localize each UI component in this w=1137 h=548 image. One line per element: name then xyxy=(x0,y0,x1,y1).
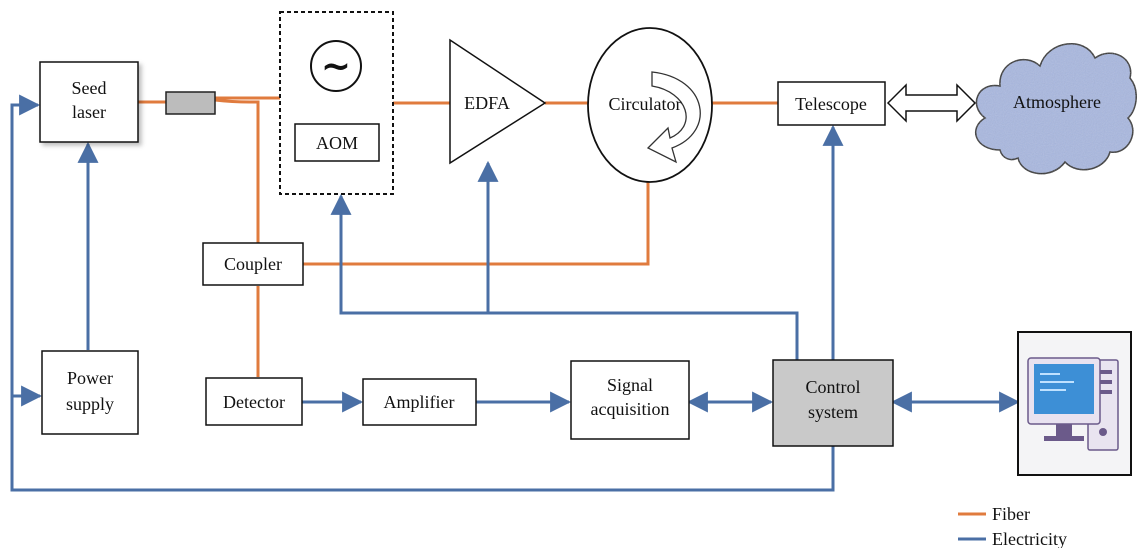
amplifier-label: Amplifier xyxy=(384,392,455,412)
circulator-label: Circulator xyxy=(609,94,682,114)
edfa-label: EDFA xyxy=(464,93,510,113)
elec-control-to-seed-and-power xyxy=(10,94,835,492)
atmosphere-label: Atmosphere xyxy=(1013,92,1101,112)
telescope-label: Telescope xyxy=(795,94,867,114)
aom-label: AOM xyxy=(316,133,358,153)
coupler-label: Coupler xyxy=(224,254,282,274)
telescope-block: Telescope xyxy=(777,81,886,126)
detector-label: Detector xyxy=(223,392,285,412)
signal-acquisition-label-1: Signal xyxy=(607,375,653,395)
telescope-atmosphere-arrow xyxy=(886,83,977,123)
rf-source-symbol: ~ xyxy=(321,46,351,87)
control-system-label-1: Control xyxy=(805,377,860,397)
circulator-block: Circulator xyxy=(587,27,713,183)
aom-block: ~ AOM xyxy=(279,11,394,195)
seed-laser-label-2: laser xyxy=(72,102,106,122)
seed-laser-block: Seed laser xyxy=(39,61,139,143)
fiber-circulator-to-coupler xyxy=(303,182,650,266)
elec-control-to-aom xyxy=(330,193,799,360)
detector-block: Detector xyxy=(205,377,303,426)
isolator-component xyxy=(165,91,216,115)
rf-source-icon xyxy=(310,40,362,92)
atmosphere-cloud: Atmosphere xyxy=(975,43,1137,175)
control-system-block: Control system xyxy=(772,359,894,447)
coupler-block: Coupler xyxy=(202,242,304,286)
legend-fiber-label: Fiber xyxy=(992,504,1030,524)
seed-laser-label-1: Seed xyxy=(72,78,107,98)
fiber-isolator-split xyxy=(214,98,260,248)
signal-acquisition-label-2: acquisition xyxy=(591,399,670,419)
circulator-arrow-icon xyxy=(646,71,701,164)
edfa-block: EDFA xyxy=(449,38,547,165)
legend-electricity-label: Electricity xyxy=(992,529,1067,548)
amplifier-block: Amplifier xyxy=(362,378,477,426)
power-supply-label-2: supply xyxy=(66,394,114,414)
legend: Fiber Electricity xyxy=(958,504,1067,548)
fiber-lines xyxy=(138,96,778,377)
computer-icon xyxy=(1017,331,1132,476)
power-supply-block: Power supply xyxy=(41,350,139,435)
signal-acquisition-block: Signal acquisition xyxy=(570,360,690,440)
power-supply-label-1: Power xyxy=(67,368,113,388)
control-system-label-2: system xyxy=(808,402,858,422)
electric-lines xyxy=(10,94,1021,492)
